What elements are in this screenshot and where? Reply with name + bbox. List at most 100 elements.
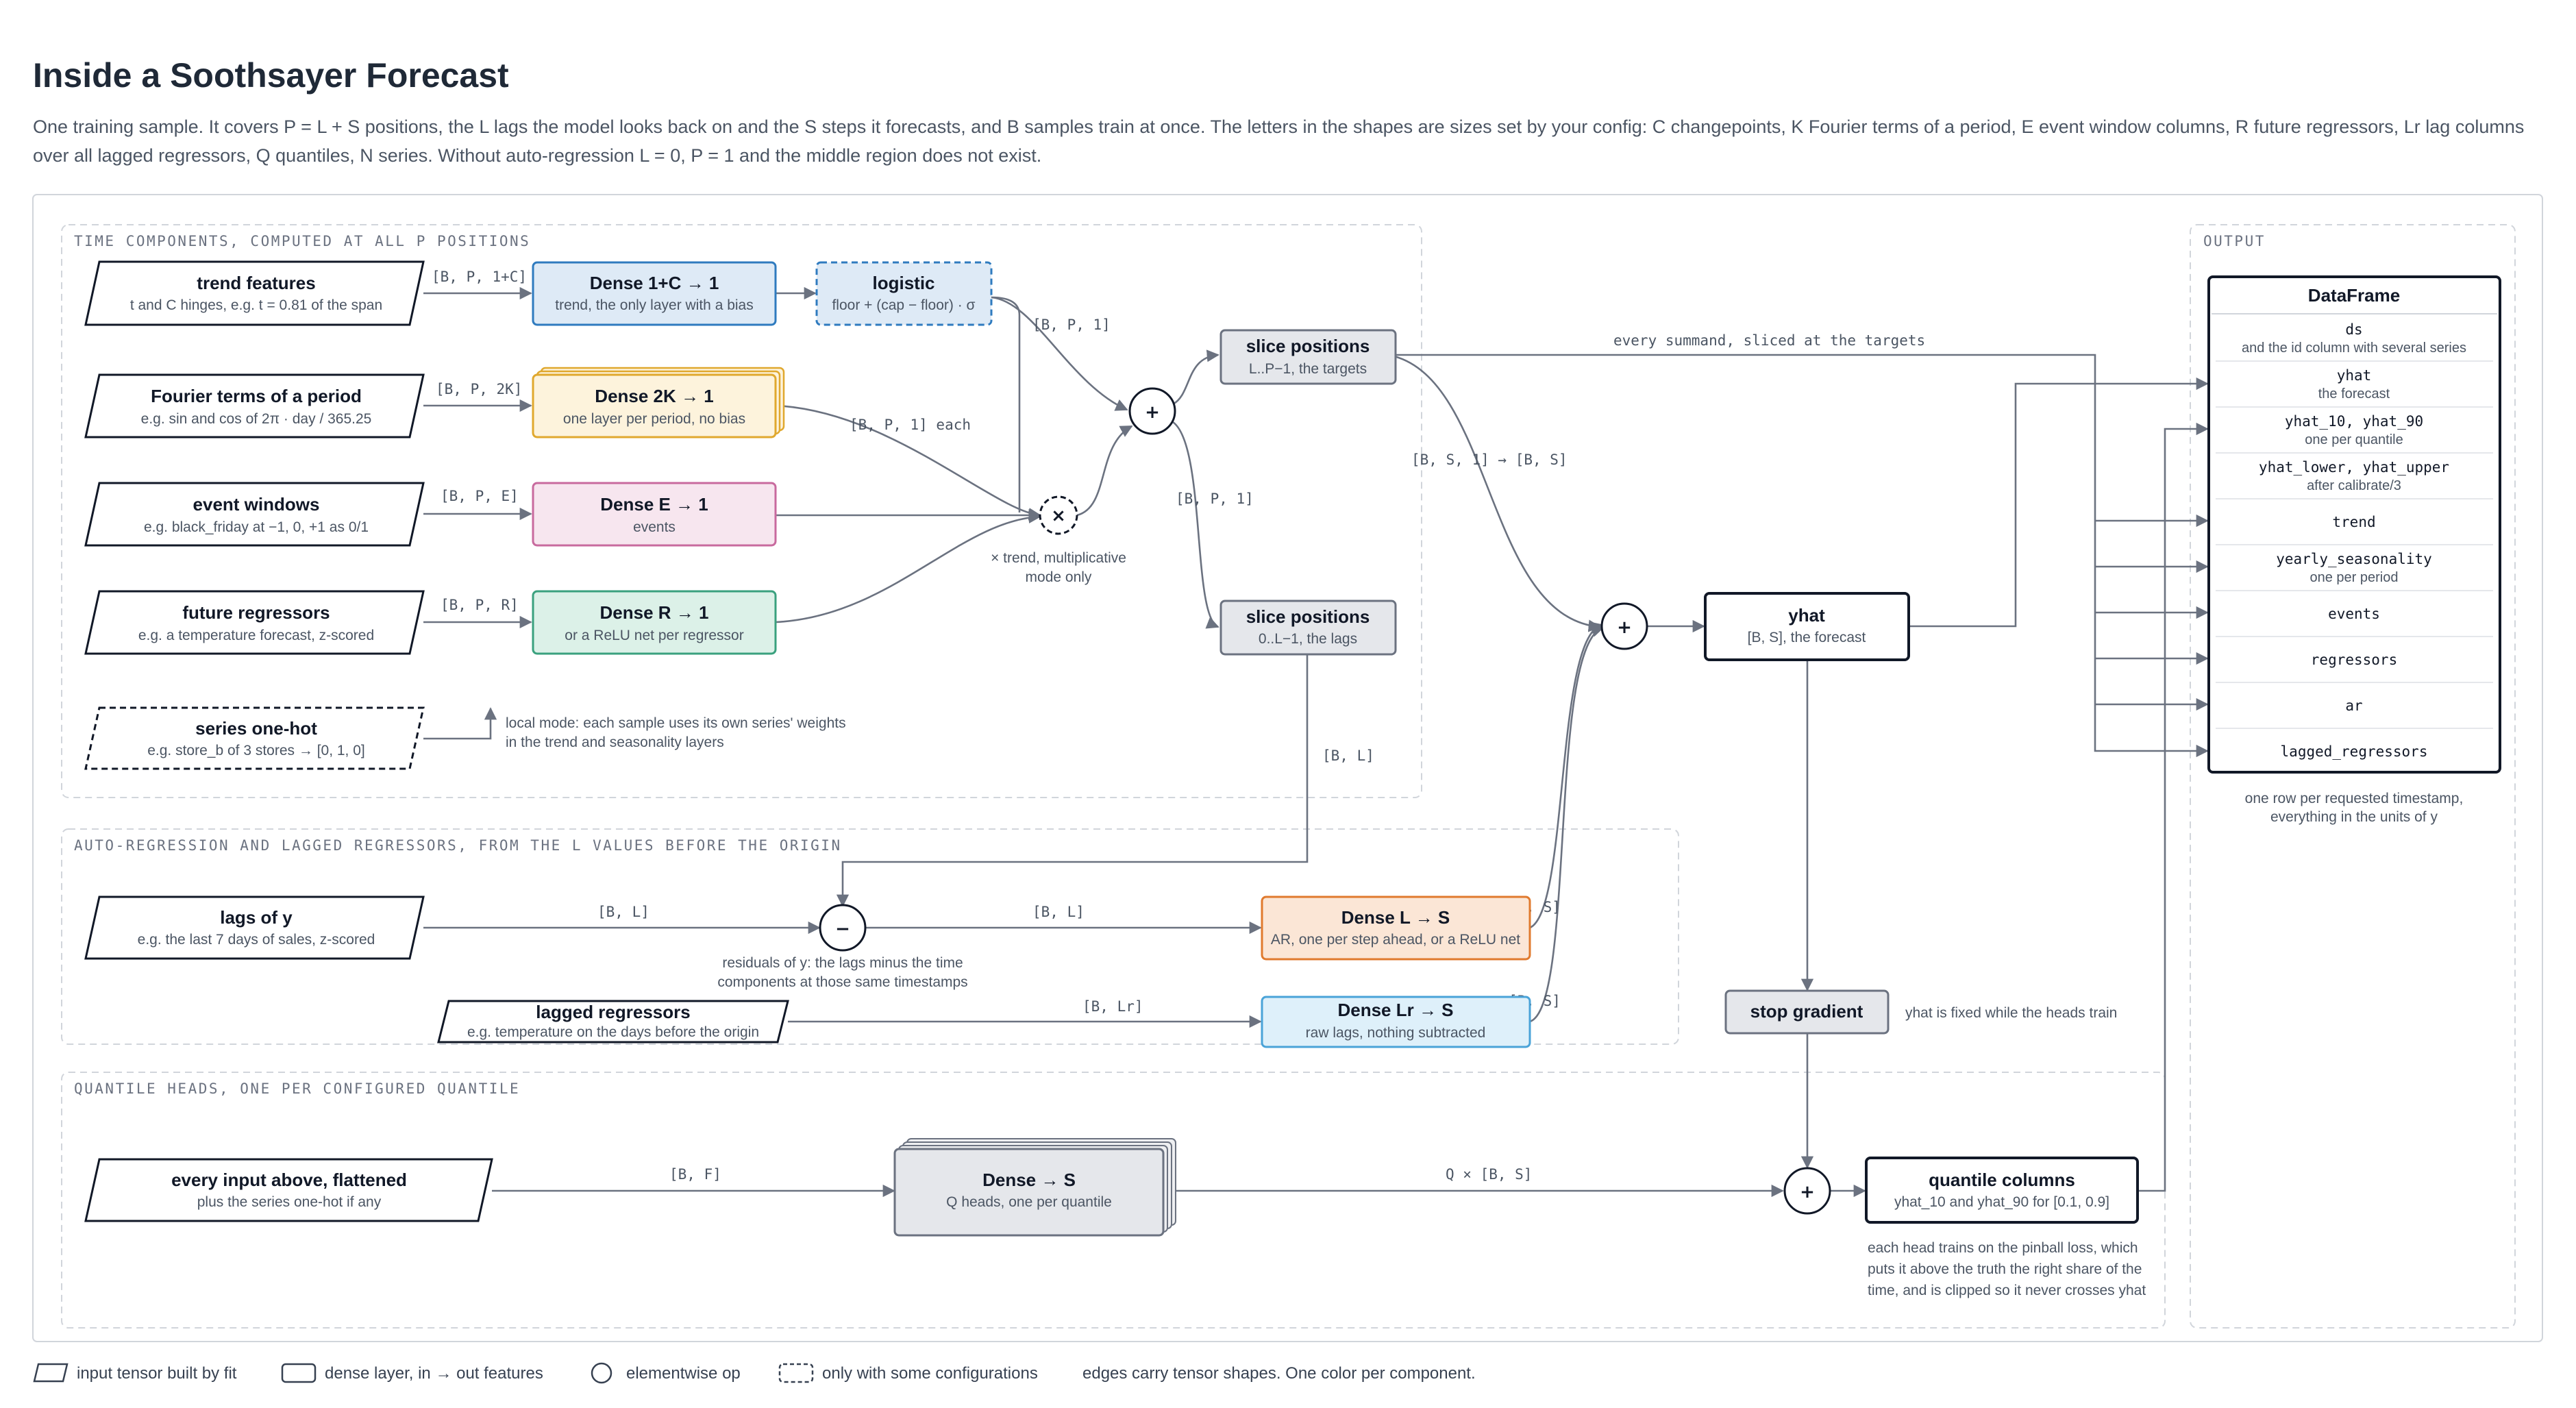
edge-label-lagged: [B, Lr] [1082, 998, 1143, 1015]
dataframe-row-name: trend [2332, 514, 2375, 530]
pinball-note-2: puts it above the truth the right share … [1868, 1261, 2142, 1277]
legend-input-icon [33, 1363, 69, 1383]
edge-label-events: [B, P, E] [441, 488, 519, 504]
dataframe-row-name: yhat_10, yhat_90 [2285, 413, 2423, 430]
svg-text:×: × [1051, 506, 1066, 526]
input-flattened-title: every input above, flattened [171, 1170, 407, 1190]
stop-gradient-note: yhat is fixed while the heads train [1905, 1005, 2117, 1021]
legend-input: input tensor built by fit [77, 1364, 237, 1383]
edge-labels: [B, P, 1+C] [B, P, 2K] [B, P, E] [B, P, … [432, 269, 1925, 1183]
edge-label-future: [B, P, R] [441, 597, 519, 613]
input-events-sub: e.g. black_friday at −1, 0, +1 as 0/1 [144, 519, 369, 535]
slice-targets: slice positions L..P−1, the targets [1219, 329, 1397, 385]
slice-targets-title: slice positions [1246, 336, 1370, 356]
dense-fourier-sub: one layer per period, no bias [563, 411, 745, 427]
edge-label-flattened: [B, F] [669, 1166, 721, 1183]
local-mode-note-1: local mode: each sample uses its own ser… [506, 715, 846, 731]
input-lags-title: lags of y [220, 907, 293, 928]
multiply-note-2: mode only [1026, 569, 1092, 585]
logistic-layer: logistic floor + (cap − floor) · σ [815, 261, 993, 326]
input-flattened: every input above, flattened plus the se… [84, 1158, 493, 1222]
intro-line-1: One training sample. It covers P = L + S… [33, 116, 2524, 137]
slice-targets-sub: L..P−1, the targets [1249, 361, 1367, 377]
edge-label-lags-out: [B, L] [1322, 748, 1374, 764]
dataframe-note-1: one row per requested timestamp, [2245, 791, 2464, 806]
edge-label-targets-out: [B, S, 1] → [B, S] [1411, 452, 1568, 468]
dense-ar-sub: AR, one per step ahead, or a ReLU net [1271, 932, 1520, 948]
legend-op: elementwise op [626, 1364, 741, 1383]
quantile-heads-stack: Dense → S Q heads, one per quantile [893, 1138, 1176, 1237]
page-title: Inside a Soothsayer Forecast [33, 56, 509, 95]
time-components-region [61, 224, 1422, 798]
time-components-heading: TIME COMPONENTS, COMPUTED AT ALL P POSIT… [74, 233, 530, 249]
sum-op-quantile: + [1783, 1167, 1831, 1215]
svg-text:+: + [1145, 402, 1160, 423]
dense-lagged: Dense Lr → S raw lags, nothing subtracte… [1261, 996, 1531, 1048]
dense-events: Dense E → 1 events [532, 482, 777, 547]
input-events-title: event windows [193, 494, 320, 515]
dataframe-row-sub: one per period [2310, 570, 2399, 585]
legend-op-icon [591, 1362, 612, 1384]
svg-text:+: + [1800, 1182, 1815, 1202]
input-trend-features: trend features t and C hinges, e.g. t = … [84, 260, 425, 326]
dense-lagged-sub: raw lags, nothing subtracted [1306, 1025, 1486, 1041]
input-lags-sub: e.g. the last 7 days of sales, z-scored [138, 932, 375, 948]
legend-config-icon [778, 1363, 814, 1383]
dense-fourier-title: Dense 2K → 1 [595, 386, 713, 406]
input-series-sub: e.g. store_b of 3 stores → [0, 1, 0] [147, 743, 365, 758]
dataframe-row-sub: and the id column with several series [2242, 341, 2466, 356]
input-future-sub: e.g. a temperature forecast, z-scored [138, 628, 374, 643]
quantile-columns-sub: yhat_10 and yhat_90 for [0.1, 0.9] [1894, 1194, 2109, 1210]
edge-label-heads-out: Q × [B, S] [1446, 1166, 1532, 1183]
quantile-columns: quantile columns yhat_10 and yhat_90 for… [1865, 1157, 2139, 1224]
stop-gradient-title: stop gradient [1750, 1001, 1863, 1022]
dataframe-row-sub: the forecast [2318, 386, 2390, 402]
dataframe-row: trend [2216, 514, 2493, 545]
sum-op-forecast: + [1600, 602, 1648, 650]
input-trend-sub: t and C hinges, e.g. t = 0.81 of the spa… [130, 297, 382, 313]
input-lagged-title: lagged regressors [536, 1002, 690, 1022]
residuals-note-1: residuals of y: the lags minus the time [722, 955, 963, 971]
logistic-title: logistic [872, 273, 934, 293]
dataframe-title: DataFrame [2308, 285, 2400, 306]
dataframe-row: ar [2216, 697, 2493, 729]
dense-trend-title: Dense 1+C → 1 [590, 273, 719, 293]
quantile-columns-title: quantile columns [1929, 1170, 2075, 1190]
edge-label-residuals: [B, L] [1032, 904, 1085, 920]
dense-events-sub: events [633, 519, 676, 535]
dataframe-rows: ds and the id column with several series y… [2216, 321, 2493, 760]
dataframe-row-sub: one per quantile [2305, 432, 2403, 447]
input-lags-of-y: lags of y e.g. the last 7 days of sales,… [84, 896, 425, 960]
autoregression-region [61, 828, 1679, 1045]
dataframe-row-name: yhat_lower, yhat_upper [2259, 459, 2449, 475]
dataframe-row: lagged_regressors [2281, 743, 2428, 760]
quantile-heads-heading: QUANTILE HEADS, ONE PER CONFIGURED QUANT… [74, 1080, 520, 1097]
multiply-op: × [1039, 495, 1078, 535]
yhat-sub: [B, S], the forecast [1748, 630, 1866, 645]
svg-text:−: − [835, 919, 850, 939]
slice-lags-title: slice positions [1246, 606, 1370, 627]
subtract-op: − [819, 904, 867, 952]
intro-line-2: over all lagged regressors, Q quantiles,… [33, 145, 1041, 166]
input-series-onehot: series one-hot e.g. store_b of 3 stores … [84, 706, 425, 770]
dense-ar: Dense L → S AR, one per step ahead, or a… [1261, 896, 1531, 961]
edge-label-lags-in: [B, L] [597, 904, 649, 920]
dense-future-title: Dense R → 1 [600, 602, 709, 623]
dataframe-row-name: regressors [2311, 652, 2397, 668]
diagram-frame [32, 194, 2543, 1342]
dataframe-row: regressors [2216, 652, 2493, 683]
autoregression-heading: AUTO-REGRESSION AND LAGGED REGRESSORS, F… [74, 837, 842, 854]
heads-sub: Q heads, one per quantile [946, 1194, 1112, 1210]
input-fourier-terms: Fourier terms of a period e.g. sin and c… [84, 373, 425, 439]
svg-text:+: + [1617, 617, 1632, 638]
legend-edges: edges carry tensor shapes. One color per… [1082, 1364, 1476, 1383]
legend: input tensor built by fit dense layer, i… [33, 1362, 1476, 1384]
dataframe-row-name: ds [2345, 321, 2362, 338]
input-lagged-regressors: lagged regressors e.g. temperature on th… [437, 1000, 789, 1043]
input-series-title: series one-hot [195, 718, 317, 739]
